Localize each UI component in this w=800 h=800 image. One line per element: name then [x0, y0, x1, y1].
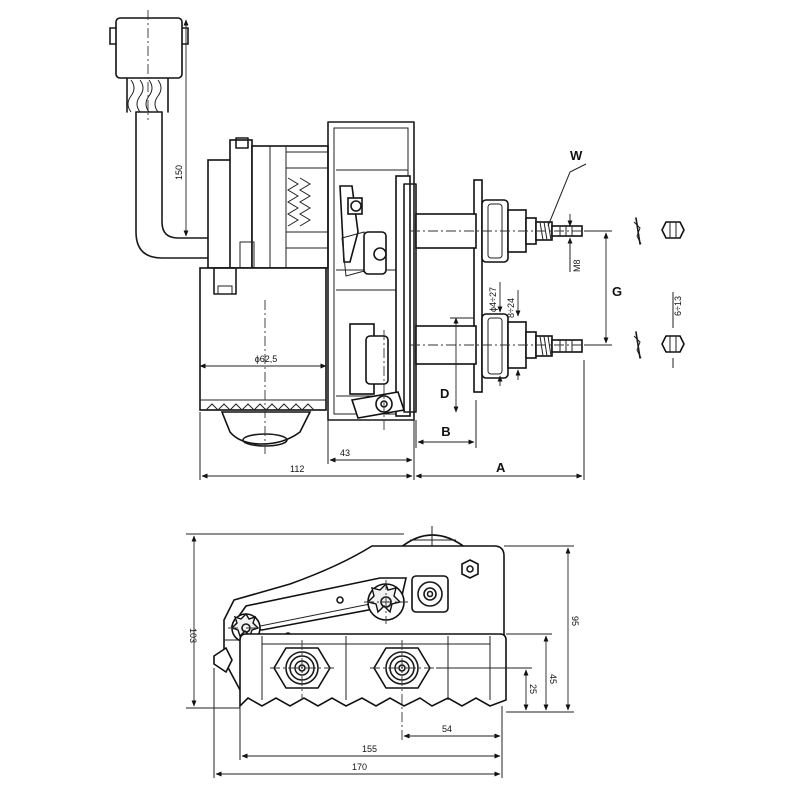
m8-label: M8 [572, 259, 582, 272]
dim-54: 54 [403, 706, 503, 740]
spindle-nut-left [270, 640, 336, 700]
dim-95-label: 95 [570, 616, 580, 626]
dim-cable-length: 150 [174, 19, 189, 237]
letter-b: B [441, 424, 450, 439]
dim-25: 25 [436, 667, 538, 711]
side-view: 150 ϕ62,5 [109, 10, 685, 480]
dim-43: 43 [327, 420, 415, 480]
dim-95: 95 [504, 545, 580, 713]
hole-label-1: ϕ4÷27 [488, 287, 498, 312]
spindle-nut-right [370, 640, 436, 740]
dim-holes: ϕ4÷27 8÷24 [488, 282, 521, 386]
dim-45: 45 [506, 633, 558, 711]
letter-g: G [612, 284, 622, 299]
letter-w: W [570, 148, 583, 163]
top-boss [397, 526, 469, 549]
dim-45-label: 45 [548, 674, 558, 684]
letter-d: D [440, 386, 449, 401]
dim-170-label: 170 [352, 762, 367, 772]
washer-nut-upper [633, 217, 685, 245]
motor-body: ϕ62,5 [199, 267, 327, 456]
lever-arm [230, 577, 408, 631]
dim-155-label: 155 [362, 744, 377, 754]
crank-linkage [339, 185, 406, 430]
dim-43-label: 43 [340, 448, 350, 458]
dim-6-13: 6÷13 [672, 292, 683, 368]
motor-diameter-label: ϕ62,5 [255, 354, 278, 364]
hole-label-2: 8÷24 [506, 298, 516, 318]
dim-103-label: 103 [188, 628, 198, 643]
washer-nut-lower [633, 331, 685, 359]
dim-155: 155 [239, 706, 503, 760]
dim-112-label: 112 [290, 464, 304, 474]
label-w: W [547, 148, 587, 227]
upper-right-nut [284, 559, 479, 644]
dim-m8: M8 [567, 214, 582, 272]
dim-25-label: 25 [528, 684, 538, 694]
mounting-flange [473, 179, 483, 393]
connector-plug [109, 10, 189, 120]
cable [135, 111, 215, 259]
dim-170: 170 [213, 668, 503, 778]
upper-spindle [410, 199, 596, 263]
gearbox-plates [327, 121, 417, 421]
dim-b: B [415, 400, 477, 448]
lower-spindle [410, 313, 596, 379]
crank-gear-right [364, 580, 408, 624]
dim-112-a: 112 A [199, 360, 585, 480]
dim-d: D [440, 317, 474, 413]
letter-a: A [496, 460, 506, 475]
base-body [213, 633, 507, 708]
front-view: 103 95 45 25 54 [186, 526, 580, 778]
dim-54-label: 54 [442, 724, 452, 734]
switch-housing [207, 137, 329, 269]
washer-label: 6÷13 [673, 296, 683, 316]
dim-g: G [584, 230, 622, 346]
dim-103: 103 [186, 533, 404, 709]
dim-150-label: 150 [174, 165, 184, 180]
